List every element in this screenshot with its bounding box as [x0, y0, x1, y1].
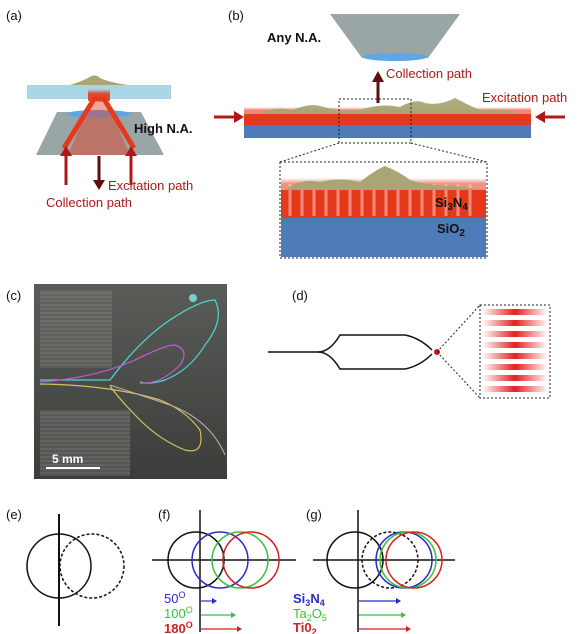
- splitter-upper: [268, 334, 433, 353]
- objective-lens-b: [363, 53, 427, 61]
- high-na-label: High N.A.: [134, 121, 193, 136]
- panel-f-tag: (f): [158, 507, 170, 522]
- collection-path-label: Collection path: [46, 195, 132, 210]
- f-reference-circle: [167, 531, 225, 589]
- material-si3n4: Si: [293, 591, 305, 606]
- fringe-pattern: [482, 309, 548, 392]
- svg-text:Si3N4: Si3N4: [435, 195, 468, 213]
- scale-label: 5 mm: [52, 452, 83, 466]
- angle-50: 50: [164, 591, 178, 606]
- svg-text:180O: 180O: [164, 620, 193, 634]
- panel-g-tag: (g): [306, 507, 322, 522]
- panel-c-tag: (c): [6, 288, 21, 303]
- panel-b-tag: (b): [228, 8, 244, 23]
- reference-circle: [26, 533, 92, 599]
- core-strip: [244, 114, 531, 125]
- svg-text:50O: 50O: [164, 590, 185, 606]
- panel-e-tag: (e): [6, 507, 22, 522]
- excitation-path-label-b: Excitation path: [482, 90, 567, 105]
- f-circle-50: [191, 531, 249, 589]
- svg-text:Si3N4: Si3N4: [293, 591, 325, 608]
- angle-100: 100: [164, 606, 186, 621]
- light-cone: [68, 99, 130, 155]
- material-tio2: Ti: [293, 620, 304, 634]
- sample-b: [258, 98, 520, 114]
- cyan-waveguide: [40, 299, 219, 384]
- excitation-path-label: Excitation path: [108, 178, 193, 193]
- any-na-label: Any N.A.: [267, 30, 321, 45]
- zoom-region: [338, 98, 412, 144]
- angle-180: 180: [164, 621, 186, 634]
- svg-text:Ta2O5: Ta2O5: [293, 606, 327, 623]
- panel-d-tag: (d): [292, 288, 308, 303]
- panel-e: (e): [6, 507, 125, 626]
- svg-text:Ti02: Ti02: [293, 620, 317, 634]
- g-shifted-circle: [361, 531, 419, 589]
- svg-text:100O: 100O: [164, 605, 193, 621]
- collection-path-label-b: Collection path: [386, 66, 472, 81]
- focal-spot: [88, 89, 110, 101]
- f-circle-100: [211, 531, 269, 589]
- material-ta2o5: Ta: [293, 606, 308, 621]
- fringe-inset: [479, 304, 551, 399]
- panel-a: (a) High N.A. Excitation path Collection…: [6, 8, 193, 210]
- panel-f: (f) 50O 100O 180O: [152, 507, 296, 634]
- objective-any-na: [330, 14, 460, 58]
- panel-a-tag: (a): [6, 8, 22, 23]
- panel-b: (b) Any N.A. Collection path Excitation …: [214, 8, 567, 259]
- magenta-waveguide: [39, 344, 185, 384]
- splitter-lower: [317, 351, 433, 370]
- panel-d: (d): [268, 288, 551, 399]
- sample: [70, 75, 128, 85]
- inset-cross-section: Si3N4 SiO2: [279, 161, 488, 259]
- g-circle-tio2: [385, 531, 443, 589]
- yellow-waveguide: [39, 383, 202, 452]
- shifted-circle: [59, 533, 125, 599]
- panel-g: (g) Si3N4 Ta2O5 Ti02: [293, 507, 455, 634]
- substrate-strip: [244, 124, 531, 138]
- g-reference-circle: [326, 531, 384, 589]
- f-circle-180: [222, 531, 280, 589]
- panel-c: (c) 5 mm: [6, 284, 227, 479]
- svg-text:SiO2: SiO2: [437, 221, 465, 239]
- si3n4-label-a: Si: [435, 195, 447, 210]
- sio2-label: SiO: [437, 221, 459, 236]
